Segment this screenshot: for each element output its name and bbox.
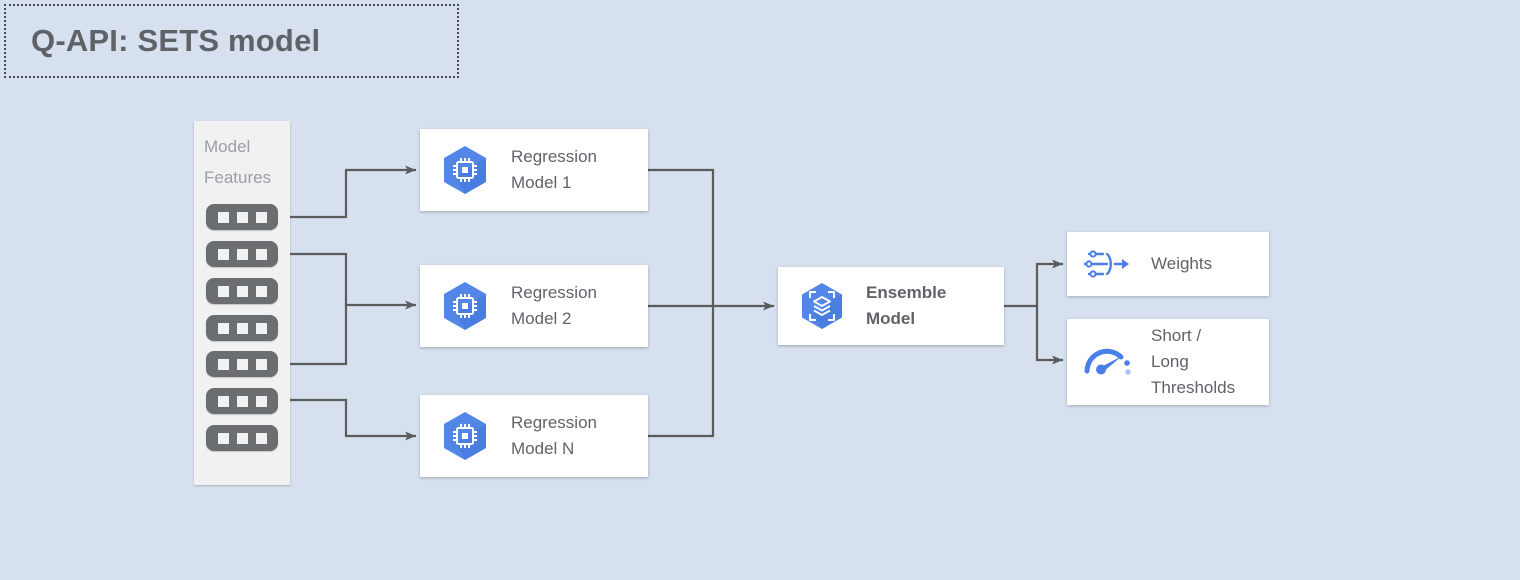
thresholds-line1: Short / — [1151, 326, 1202, 345]
feature-dot — [255, 248, 267, 260]
thresholds-line2: Long — [1151, 352, 1189, 371]
feature-dot — [236, 358, 248, 370]
edge-ensemble-to-weights — [1002, 259, 1064, 308]
feature-dot — [217, 395, 229, 407]
regression-model-1-line1: Regression — [511, 147, 597, 166]
feature-pill-3[interactable] — [206, 278, 278, 304]
feature-pill-6[interactable] — [206, 388, 278, 414]
regression-model-2-card[interactable]: Regression Model 2 — [420, 265, 648, 347]
edge-modelN-to-bus — [646, 304, 715, 438]
feature-dot — [236, 395, 248, 407]
feature-pill-7[interactable] — [206, 425, 278, 451]
weights-line1: Weights — [1151, 254, 1213, 273]
feature-dot — [236, 285, 248, 297]
regression-model-n-line2: Model N — [511, 439, 575, 458]
feature-pill-1[interactable] — [206, 204, 278, 230]
edge-feature2-to-model2 — [272, 252, 417, 310]
feature-pill-4[interactable] — [206, 315, 278, 341]
feature-dot — [217, 285, 229, 297]
feature-dot — [255, 211, 267, 223]
feature-dot — [217, 322, 229, 334]
title-box: Q-API: SETS model — [4, 4, 459, 78]
layered-hexagon-icon — [796, 280, 848, 332]
feature-dot — [255, 432, 267, 444]
edge-feature6-to-modelN — [272, 398, 417, 441]
speedometer-gauge-icon — [1081, 339, 1137, 385]
cpu-chip-hexagon-icon — [438, 143, 492, 197]
weights-sliders-icon — [1081, 241, 1137, 287]
regression-model-2-line1: Regression — [511, 283, 597, 302]
regression-model-2-label: Regression Model 2 — [511, 280, 597, 332]
thresholds-line3: Thresholds — [1151, 378, 1236, 397]
cpu-chip-hexagon-icon — [438, 279, 492, 333]
edge-model1-to-bus — [646, 168, 715, 308]
regression-model-1-label: Regression Model 1 — [511, 144, 597, 196]
feature-dot — [236, 432, 248, 444]
feature-dot — [255, 395, 267, 407]
model-features-label-line1: Model — [204, 137, 251, 156]
ensemble-model-card[interactable]: Ensemble Model — [778, 267, 1004, 345]
regression-model-n-label: Regression Model N — [511, 410, 597, 462]
ensemble-model-line2: Model — [866, 309, 916, 328]
thresholds-card[interactable]: Short / Long Thresholds — [1067, 319, 1269, 405]
feature-dot — [217, 211, 229, 223]
feature-dot — [255, 322, 267, 334]
feature-dot — [255, 358, 267, 370]
regression-model-n-card[interactable]: Regression Model N — [420, 395, 648, 477]
feature-dot — [255, 285, 267, 297]
feature-dot — [217, 358, 229, 370]
model-features-label-line2: Features — [204, 168, 272, 187]
model-features-label: Model Features — [204, 131, 282, 193]
feature-dot — [236, 322, 248, 334]
feature-pill-5[interactable] — [206, 351, 278, 377]
cpu-chip-hexagon-icon — [438, 409, 492, 463]
feature-dot — [217, 248, 229, 260]
feature-dot — [217, 432, 229, 444]
page-title: Q-API: SETS model — [31, 23, 321, 58]
edge-feature1-to-model1 — [272, 165, 417, 219]
feature-dot — [236, 211, 248, 223]
ensemble-model-line1: Ensemble — [866, 283, 947, 302]
regression-model-1-line2: Model 1 — [511, 173, 572, 192]
model-features-panel: Model Features — [194, 121, 290, 485]
edge-ensemble-to-thresholds — [1035, 304, 1064, 365]
weights-card[interactable]: Weights — [1067, 232, 1269, 296]
regression-model-1-card[interactable]: Regression Model 1 — [420, 129, 648, 211]
thresholds-label: Short / Long Thresholds — [1151, 323, 1235, 401]
regression-model-n-line1: Regression — [511, 413, 597, 432]
weights-label: Weights — [1151, 251, 1212, 277]
ensemble-model-label: Ensemble Model — [866, 280, 946, 332]
feature-dot — [236, 248, 248, 260]
regression-model-2-line2: Model 2 — [511, 309, 572, 328]
feature-pill-2[interactable] — [206, 241, 278, 267]
